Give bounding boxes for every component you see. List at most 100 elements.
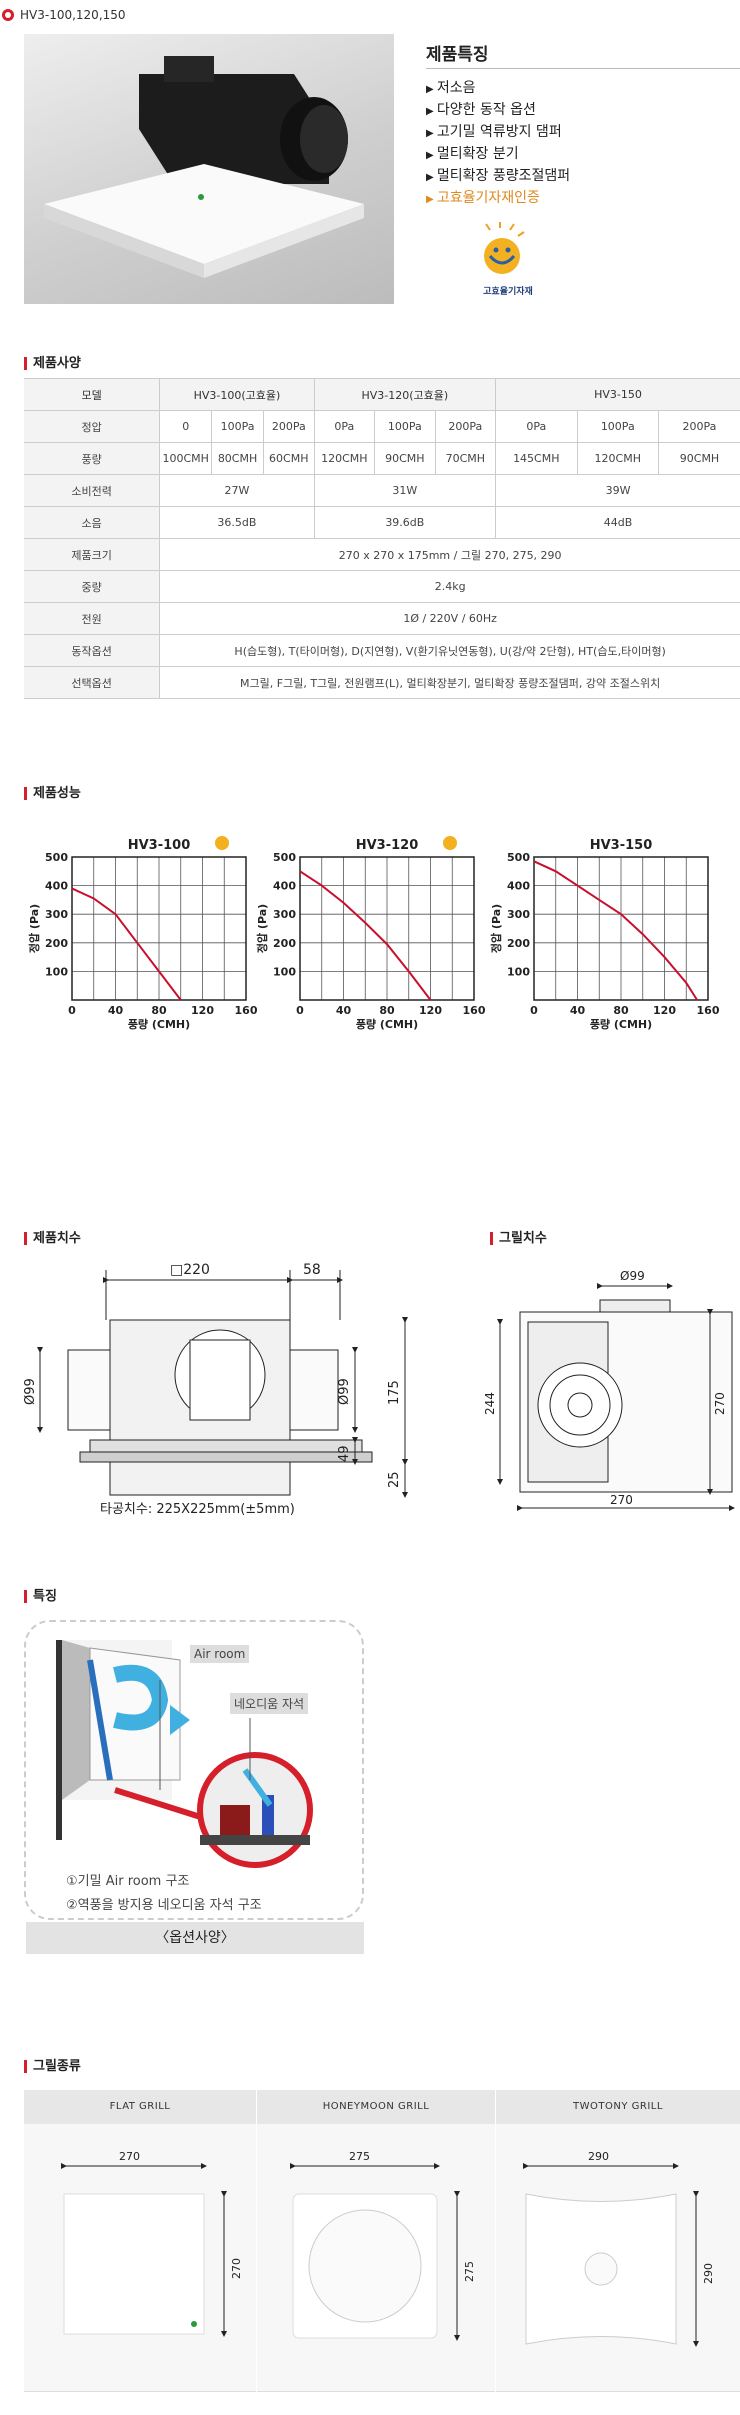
logo-text: 고효율기자재 bbox=[483, 287, 533, 297]
y-tick-label: 100 bbox=[273, 965, 296, 978]
x-tick-label: 0 bbox=[530, 1004, 538, 1017]
logo-mark bbox=[443, 836, 457, 850]
cut-size-note: 타공치수: 225X225mm(±5mm) bbox=[100, 1502, 295, 1517]
table-row: 선택옵션 M그릴, F그릴, T그릴, 전원램프(L), 멀티확장분기, 멀티확… bbox=[24, 666, 740, 699]
cell: 80CMH bbox=[211, 442, 264, 475]
flat-grill-panel: 270 270 bbox=[24, 2124, 256, 2392]
y-tick-label: 300 bbox=[273, 908, 296, 921]
special-note-2: ②역풍을 방지용 네오디움 자석 구조 bbox=[66, 1898, 262, 1913]
y-axis-label: 정압 (Pa) bbox=[27, 904, 41, 953]
cell-label: 선택옵션 bbox=[24, 666, 160, 699]
x-tick-label: 160 bbox=[235, 1004, 258, 1017]
x-axis-label: 풍량 (CMH) bbox=[356, 1018, 418, 1031]
x-axis-label: 풍량 (CMH) bbox=[590, 1018, 652, 1031]
x-tick-label: 160 bbox=[697, 1004, 720, 1017]
x-tick-label: 40 bbox=[570, 1004, 586, 1017]
dim-220: □220 bbox=[170, 1262, 210, 1278]
grill-dim-270-w: 270 bbox=[610, 1493, 633, 1507]
table-row: 모델 HV3-100(고효율) HV3-120(고효율) HV3-150 bbox=[24, 378, 740, 411]
y-tick-label: 300 bbox=[507, 908, 530, 921]
chart-title: HV3-100 bbox=[128, 838, 191, 853]
cell: 39W bbox=[495, 474, 740, 507]
honeymoon-grill-height: 275 bbox=[463, 2261, 476, 2282]
cell-label: 소음 bbox=[24, 506, 160, 539]
cell: 0Pa bbox=[313, 410, 375, 443]
cell: 60CMH bbox=[262, 442, 315, 475]
efficiency-mini-logo bbox=[443, 836, 457, 850]
series-line bbox=[71, 887, 182, 1001]
chart-title: HV3-120 bbox=[356, 838, 419, 853]
x-tick-label: 80 bbox=[151, 1004, 167, 1017]
cell-label: 전원 bbox=[24, 602, 160, 635]
dim-99-right: Ø99 bbox=[337, 1378, 352, 1405]
table-row: 동작옵션 H(습도형), T(타이머형), D(지연형), V(환기유닛연동형)… bbox=[24, 634, 740, 667]
cell: 90CMH bbox=[658, 442, 740, 475]
features-list: 저소음 다양한 동작 옵션 고기밀 역류방지 댐퍼 멀티확장 분기 멀티확장 풍… bbox=[426, 78, 570, 210]
dim-175: 175 bbox=[387, 1380, 402, 1405]
dimensions-title: 제품치수 bbox=[24, 1232, 81, 1245]
efficiency-mini-logo bbox=[215, 836, 229, 850]
x-tick-label: 80 bbox=[379, 1004, 395, 1017]
flat-grill-width: 270 bbox=[119, 2150, 140, 2163]
x-tick-label: 0 bbox=[68, 1004, 76, 1017]
cell: 100Pa bbox=[576, 410, 659, 443]
cell-label: 모델 bbox=[24, 378, 160, 411]
y-axis-label: 정압 (Pa) bbox=[489, 904, 503, 953]
feature-item: 저소음 bbox=[426, 78, 570, 100]
cell-label: 풍량 bbox=[24, 442, 160, 475]
airroom-diagram bbox=[56, 1640, 313, 1868]
twotony-grill-panel: 290 290 bbox=[496, 2124, 740, 2392]
cell-label: 소비전력 bbox=[24, 474, 160, 507]
x-tick-label: 120 bbox=[419, 1004, 442, 1017]
option-label: 〈옵션사양〉 bbox=[26, 1922, 364, 1954]
cell: 145CMH bbox=[495, 442, 578, 475]
special-title: 특징 bbox=[24, 1590, 57, 1603]
table-row: 정압 0 100Pa 200Pa 0Pa 100Pa 200Pa 0Pa 100… bbox=[24, 410, 740, 443]
cell-model: HV3-120(고효율) bbox=[313, 378, 496, 411]
cell: 120CMH bbox=[576, 442, 659, 475]
cell-label: 정압 bbox=[24, 410, 160, 443]
x-tick-label: 80 bbox=[613, 1004, 629, 1017]
table-row: 풍량 100CMH 80CMH 60CMH 120CMH 90CMH 70CMH… bbox=[24, 442, 740, 475]
feature-item: 다양한 동작 옵션 bbox=[426, 100, 570, 122]
cell: 0Pa bbox=[495, 410, 578, 443]
grill-dim-99: Ø99 bbox=[620, 1269, 645, 1283]
spec-title: 제품사양 bbox=[24, 357, 81, 370]
table-row: 전원 1Ø / 220V / 60Hz bbox=[24, 602, 740, 635]
y-tick-label: 400 bbox=[507, 880, 530, 893]
table-row: 소비전력 27W 31W 39W bbox=[24, 474, 740, 507]
y-tick-label: 400 bbox=[273, 880, 296, 893]
cell-model: HV3-100(고효율) bbox=[159, 378, 315, 411]
cell: 0 bbox=[159, 410, 212, 443]
series-line bbox=[299, 870, 432, 1001]
grill-dimensions-title: 그릴치수 bbox=[490, 1232, 547, 1245]
grill-header: FLAT GRILL bbox=[24, 2090, 256, 2124]
x-tick-label: 40 bbox=[336, 1004, 352, 1017]
table-row: 소음 36.5dB 39.6dB 44dB bbox=[24, 506, 740, 539]
cell: 100CMH bbox=[159, 442, 212, 475]
efficiency-logo: 고효율기자재 bbox=[456, 222, 566, 302]
page-header: HV3-100,120,150 bbox=[2, 8, 126, 22]
cell-label: 제품크기 bbox=[24, 538, 160, 571]
y-tick-label: 500 bbox=[45, 851, 68, 864]
cell-label: 중량 bbox=[24, 570, 160, 603]
cell: 200Pa bbox=[434, 410, 496, 443]
grill-types-title: 그릴종류 bbox=[24, 2060, 81, 2073]
feature-item: 고기밀 역류방지 댐퍼 bbox=[426, 122, 570, 144]
y-tick-label: 100 bbox=[45, 965, 68, 978]
cell: 36.5dB bbox=[159, 506, 315, 539]
honeymoon-grill-width: 275 bbox=[349, 2150, 370, 2163]
product-dimension-drawing: □220 58 Ø99 Ø99 175 49 25 bbox=[23, 1262, 408, 1498]
special-note-1: ①기밀 Air room 구조 bbox=[66, 1874, 190, 1889]
honeymoon-grill-panel: 275 275 bbox=[257, 2124, 495, 2392]
cell-model: HV3-150 bbox=[495, 378, 740, 411]
y-tick-label: 400 bbox=[45, 880, 68, 893]
y-tick-label: 100 bbox=[507, 965, 530, 978]
logo-mark bbox=[215, 836, 229, 850]
features-title: 제품특징 bbox=[426, 45, 489, 65]
cell: 90CMH bbox=[374, 442, 436, 475]
chart-title: HV3-150 bbox=[590, 838, 653, 853]
flat-grill-height: 270 bbox=[230, 2258, 243, 2279]
